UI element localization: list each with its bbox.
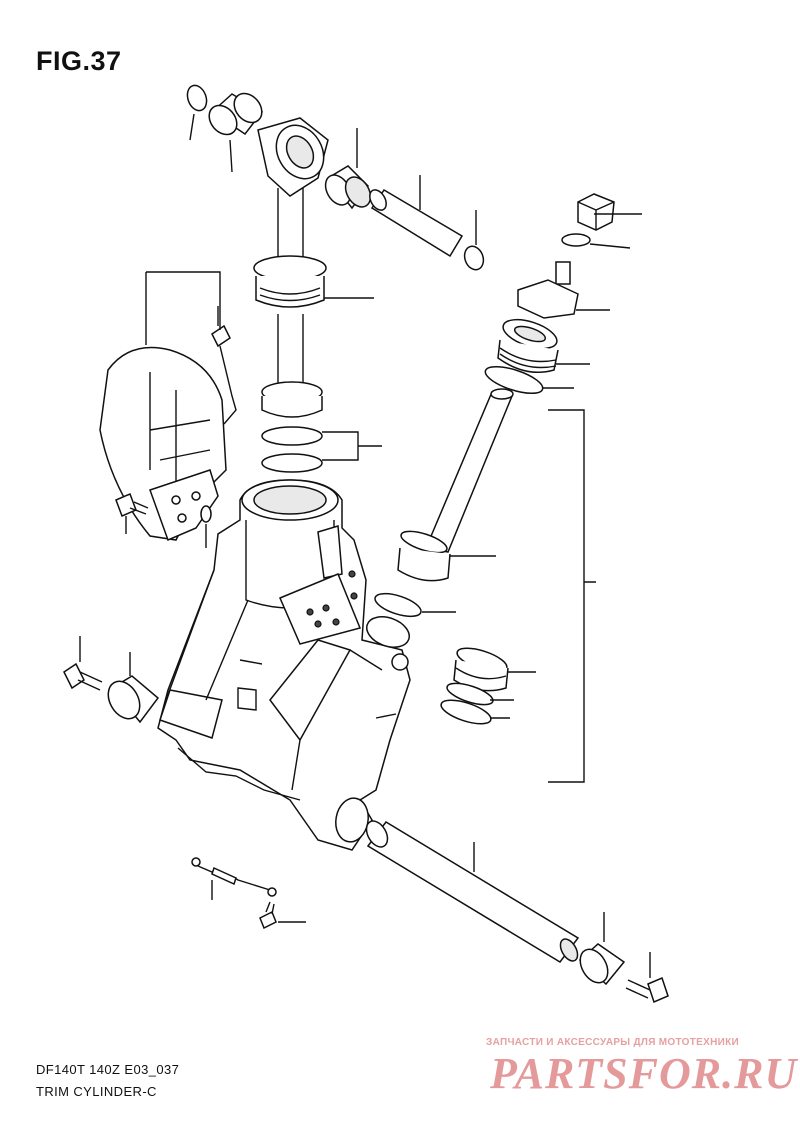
part-13-ring [446, 682, 494, 706]
leader-lines [79, 113, 651, 978]
part-11-piston [453, 647, 509, 692]
figure-title: FIG.37 [36, 46, 122, 76]
part-7-cylinder-body [157, 479, 411, 851]
watermark-tagline: ЗАПЧАСТИ И АКСЕССУАРЫ ДЛЯ МОТОТЕХНИКИ [486, 1037, 739, 1048]
part-19-bolt-left [63, 662, 103, 691]
part-22-bushing-right [324, 165, 372, 210]
part-15-pin [365, 820, 580, 963]
part-18-bushing-right [578, 943, 626, 986]
watermark-logo: PARTSFOR.RU [490, 1049, 798, 1098]
part-23-circlip-right [463, 245, 485, 271]
part-12-ring [440, 699, 492, 725]
part-10-washer [200, 505, 212, 523]
figure-code: DF140T 140Z E03_037 [36, 1062, 180, 1077]
part-24-wire [191, 857, 277, 897]
part-4-orings-upper [261, 426, 323, 473]
part-25-screw [259, 901, 277, 930]
part-8-reservoir-cover [99, 346, 227, 542]
part-17-pin [369, 188, 464, 258]
part-20-nut [577, 193, 615, 231]
part-9-clip [211, 324, 237, 425]
part-14-bolt [115, 493, 149, 517]
part-23-circlip-top-left [186, 84, 208, 112]
part-19-bolt-right [625, 976, 669, 1004]
part-16-valve [517, 261, 579, 319]
part-4-oring-lower [374, 592, 422, 618]
part-21-washer [561, 233, 591, 247]
part-2-rod-eye [253, 117, 329, 418]
part-6-oring [484, 365, 544, 395]
part-22-bushing-top-left [208, 92, 264, 136]
part-18-bushing-left [107, 675, 160, 724]
part-5-cap [497, 318, 559, 373]
part-3-piston-rod [397, 388, 514, 582]
figure-name: TRIM CYLINDER-C [36, 1084, 157, 1099]
